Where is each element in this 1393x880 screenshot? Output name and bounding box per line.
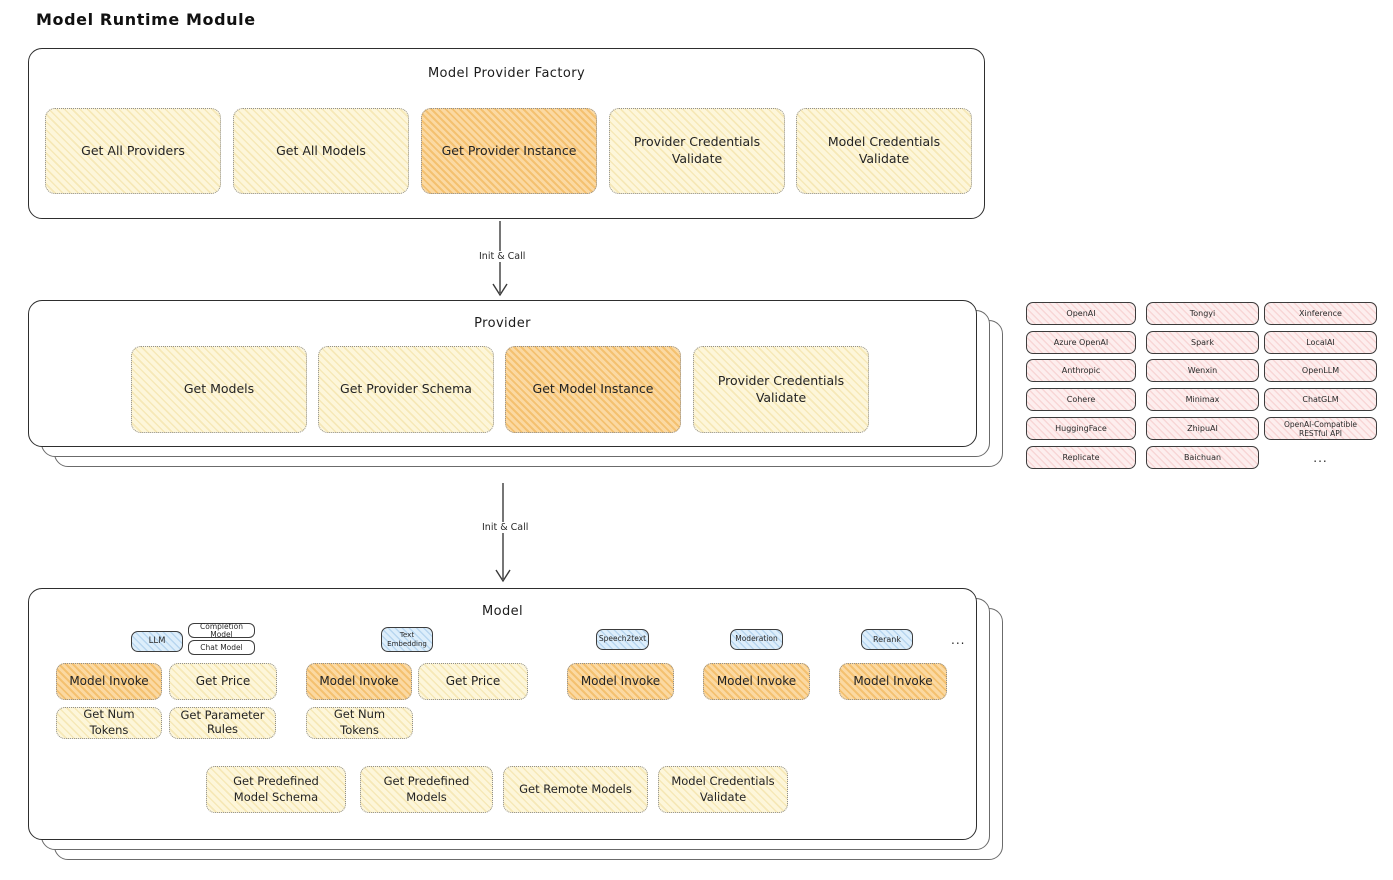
catalog-pill-zhipuai: ZhipuAI [1146,417,1259,440]
op-text-embedding-get-num-tokens: Get Num Tokens [306,707,413,739]
provider-item-provider-credentials-validate: Provider Credentials Validate [693,346,869,433]
model-box: Model LLM Completion Model Chat Model Te… [28,588,977,840]
catalog-pill-openai: OpenAI [1026,302,1136,325]
model-title: Model [481,604,524,619]
catalog-pill-baichuan: Baichuan [1146,446,1259,469]
op-text-embedding-get-price: Get Price [418,663,528,700]
subtab-completion-model: Completion Model [188,623,255,638]
factory-box: Model Provider Factory Get All Providers… [28,48,985,219]
op-speech2text-model-invoke: Model Invoke [567,663,674,700]
op-get-predefined-model-schema: Get Predefined Model Schema [206,766,346,813]
provider-item-get-provider-schema: Get Provider Schema [318,346,494,433]
tab-text-embedding: Text Embedding [381,627,433,652]
arrow-down-icon [495,483,511,583]
catalog-pill-azure-openai: Azure OpenAI [1026,331,1136,354]
tab-rerank: Rerank [861,629,913,650]
factory-title: Model Provider Factory [427,66,586,81]
op-model-credentials-validate: Model Credentials Validate [658,766,788,813]
factory-item-get-all-providers: Get All Providers [45,108,221,194]
op-text-embedding-model-invoke: Model Invoke [306,663,412,700]
op-get-remote-models: Get Remote Models [503,766,648,813]
catalog-pill-anthropic: Anthropic [1026,359,1136,382]
op-rerank-model-invoke: Model Invoke [839,663,947,700]
op-llm-get-num-tokens: Get Num Tokens [56,707,162,739]
factory-item-provider-credentials-validate: Provider Credentials Validate [609,108,785,194]
catalog-pill-spark: Spark [1146,331,1259,354]
tab-speech2text: Speech2text [596,629,649,650]
op-llm-get-parameter-rules: Get Parameter Rules [169,707,276,739]
catalog-pill-cohere: Cohere [1026,388,1136,411]
provider-item-get-models: Get Models [131,346,307,433]
arrow-label-init-call-1: Init & Call [475,251,530,262]
subtab-chat-model: Chat Model [188,640,255,655]
catalog-pill-localai: LocalAI [1264,331,1377,354]
catalog-pill-tongyi: Tongyi [1146,302,1259,325]
op-get-predefined-models: Get Predefined Models [360,766,493,813]
tab-moderation: Moderation [730,629,783,650]
factory-item-model-credentials-validate: Model Credentials Validate [796,108,972,194]
catalog-pill-replicate: Replicate [1026,446,1136,469]
catalog-more-ellipsis: ... [1313,450,1328,465]
catalog-pill-xinference: Xinference [1264,302,1377,325]
provider-box: Provider Get Models Get Provider Schema … [28,300,977,447]
catalog-pill-minimax: Minimax [1146,388,1259,411]
factory-item-get-provider-instance: Get Provider Instance [421,108,597,194]
diagram-title: Model Runtime Module [36,10,256,29]
catalog-pill-huggingface: HuggingFace [1026,417,1136,440]
catalog-pill-openai-compatible-api: OpenAI-Compatible RESTful API [1264,417,1377,440]
catalog-pill-chatglm: ChatGLM [1264,388,1377,411]
arrow-label-init-call-2: Init & Call [478,522,533,533]
provider-title: Provider [474,316,531,331]
op-moderation-model-invoke: Model Invoke [703,663,810,700]
op-llm-model-invoke: Model Invoke [56,663,162,700]
provider-item-get-model-instance: Get Model Instance [505,346,681,433]
op-llm-get-price: Get Price [169,663,277,700]
factory-item-get-all-models: Get All Models [233,108,409,194]
catalog-pill-openllm: OpenLLM [1264,359,1377,382]
catalog-pill-wenxin: Wenxin [1146,359,1259,382]
model-tabs-more-ellipsis: ... [951,633,966,647]
tab-llm: LLM [131,631,183,652]
